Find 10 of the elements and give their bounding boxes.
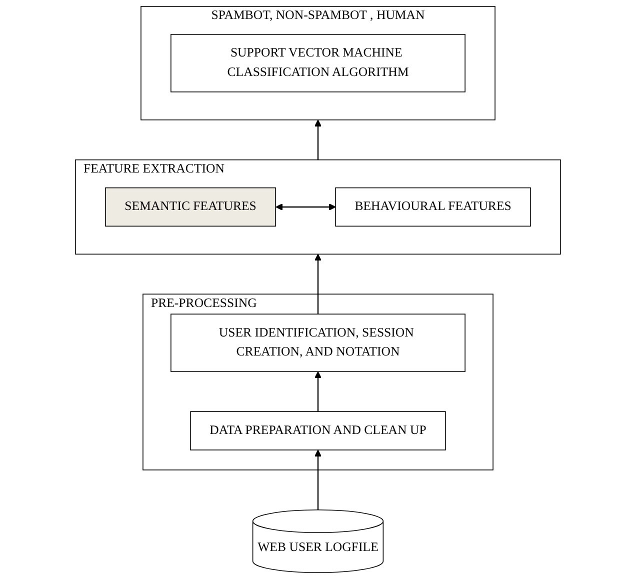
node-box: SEMANTIC FEATURES — [105, 187, 276, 227]
arrow — [314, 371, 322, 412]
node-box: SUPPORT VECTOR MACHINE CLASSIFICATION ALGORITHM — [170, 34, 466, 92]
arrow — [314, 254, 322, 314]
node-box: USER IDENTIFICATION, SESSION CREATION, AND NOTATION — [170, 314, 466, 372]
arrow — [314, 450, 322, 510]
node-box: BEHAVIOURAL FEATURES — [335, 187, 531, 227]
node-box: DATA PREPARATION AND CLEAN UP — [190, 411, 446, 450]
arrow — [276, 203, 336, 211]
arrow — [314, 120, 322, 160]
